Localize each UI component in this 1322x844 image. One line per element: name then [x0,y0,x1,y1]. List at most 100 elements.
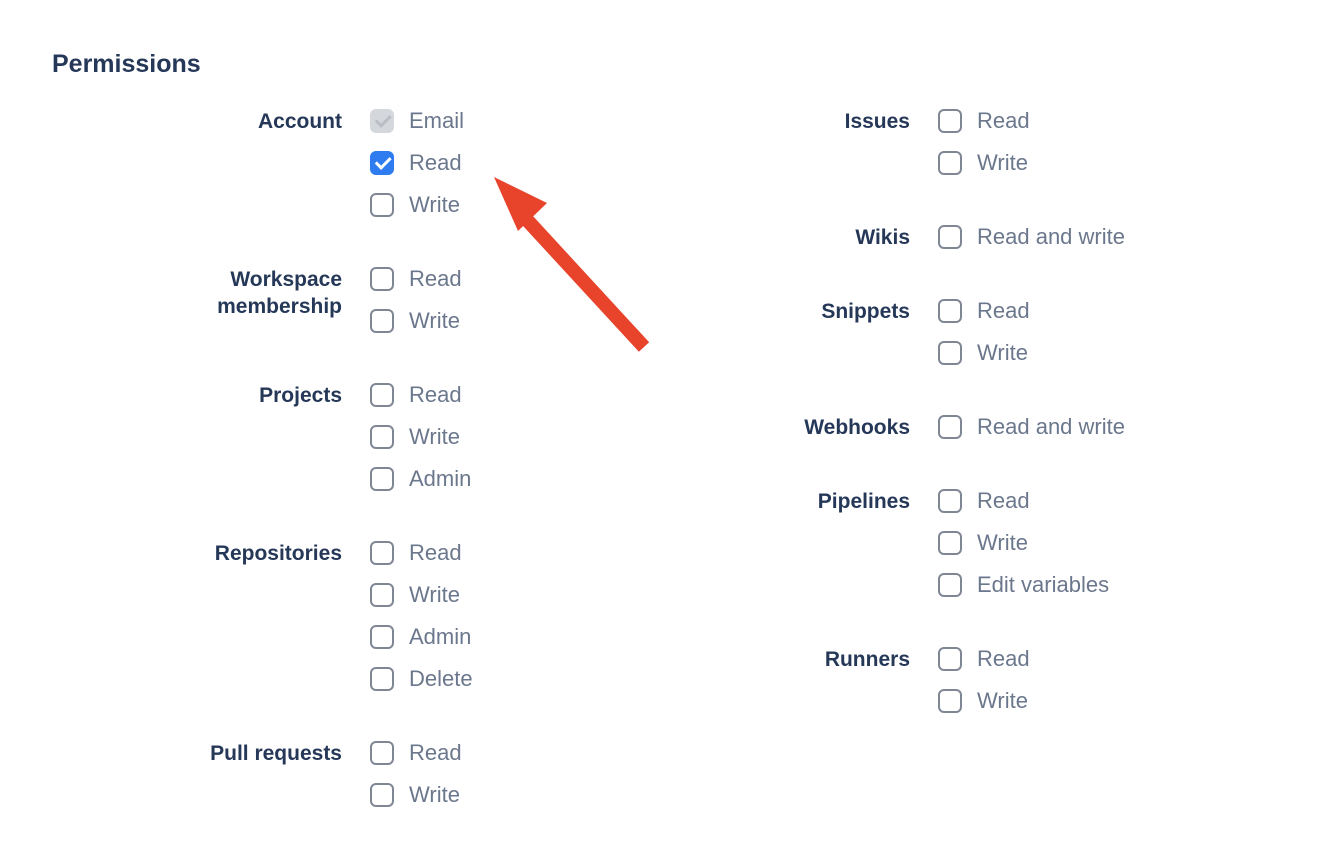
checkbox-projects-write[interactable] [370,425,394,449]
group-label-issues: Issues [844,110,910,133]
checkbox-repositories-delete[interactable] [370,667,394,691]
option-webhooks-read-and-write[interactable]: Read and write [938,414,1125,440]
permissions-column-left: Account Email Read Write [52,108,662,844]
option-pipelines-edit-variables[interactable]: Edit variables [938,572,1109,598]
option-workspace-membership-write[interactable]: Write [370,308,462,334]
option-projects-read[interactable]: Read [370,382,471,408]
checkbox-workspace-membership-write[interactable] [370,309,394,333]
permission-group-webhooks: Webhooks Read and write [662,414,1222,456]
checkbox-label-repositories-admin: Admin [409,624,472,649]
checkbox-pull-requests-read[interactable] [370,741,394,765]
option-repositories-delete[interactable]: Delete [370,666,473,692]
checkbox-label-workspace-membership-read: Read [409,266,462,291]
option-pipelines-write[interactable]: Write [938,530,1109,556]
option-projects-write[interactable]: Write [370,424,471,450]
option-account-read[interactable]: Read [370,150,464,176]
checkbox-label-workspace-membership-write: Write [409,308,460,333]
option-account-email: Email [370,108,464,134]
checkbox-pull-requests-write[interactable] [370,783,394,807]
permission-group-projects: Projects Read Write Admin [52,382,662,508]
checkbox-snippets-read[interactable] [938,299,962,323]
permission-group-pipelines: Pipelines Read Write Edit variables [662,488,1222,614]
option-runners-write[interactable]: Write [938,688,1030,714]
checkbox-label-projects-write: Write [409,424,460,449]
permission-group-workspace-membership: Workspace membership Read Write [52,266,662,350]
group-label-account: Account [258,110,342,133]
checkbox-pipelines-edit-variables[interactable] [938,573,962,597]
option-issues-read[interactable]: Read [938,108,1030,134]
checkbox-label-repositories-read: Read [409,540,462,565]
checkbox-label-webhooks-read-and-write: Read and write [977,414,1125,439]
option-projects-admin[interactable]: Admin [370,466,471,492]
checkbox-issues-read[interactable] [938,109,962,133]
checkbox-label-projects-read: Read [409,382,462,407]
permission-group-issues: Issues Read Write [662,108,1222,192]
permission-group-snippets: Snippets Read Write [662,298,1222,382]
checkbox-repositories-write[interactable] [370,583,394,607]
options-pull-requests: Read Write [370,740,462,824]
checkbox-label-pull-requests-read: Read [409,740,462,765]
checkbox-label-projects-admin: Admin [409,466,472,491]
options-workspace-membership: Read Write [370,266,462,350]
option-runners-read[interactable]: Read [938,646,1030,672]
option-wikis-read-and-write[interactable]: Read and write [938,224,1125,250]
permissions-form: Permissions Account Email Read [52,50,1222,844]
option-pull-requests-write[interactable]: Write [370,782,462,808]
permission-group-runners: Runners Read Write [662,646,1222,730]
checkbox-issues-write[interactable] [938,151,962,175]
group-label-wikis: Wikis [855,226,910,249]
group-label-projects: Projects [259,384,342,407]
checkbox-label-wikis-read-and-write: Read and write [977,224,1125,249]
checkbox-label-pipelines-read: Read [977,488,1030,513]
checkbox-label-issues-write: Write [977,150,1028,175]
checkbox-projects-admin[interactable] [370,467,394,491]
checkbox-label-pipelines-edit-variables: Edit variables [977,572,1110,597]
checkbox-snippets-write[interactable] [938,341,962,365]
options-issues: Read Write [938,108,1030,192]
checkbox-label-account-read: Read [409,150,462,175]
checkbox-runners-write[interactable] [938,689,962,713]
option-snippets-read[interactable]: Read [938,298,1030,324]
group-label-snippets: Snippets [821,300,910,323]
options-runners: Read Write [938,646,1030,730]
permissions-column-right: Issues Read Write Wikis [662,108,1222,762]
checkbox-label-issues-read: Read [977,108,1030,133]
checkbox-projects-read[interactable] [370,383,394,407]
option-workspace-membership-read[interactable]: Read [370,266,462,292]
checkbox-label-account-email: Email [409,108,465,133]
checkbox-account-write[interactable] [370,193,394,217]
checkbox-label-repositories-write: Write [409,582,460,607]
checkbox-runners-read[interactable] [938,647,962,671]
permission-group-account: Account Email Read Write [52,108,662,234]
option-issues-write[interactable]: Write [938,150,1030,176]
option-pipelines-read[interactable]: Read [938,488,1109,514]
option-repositories-write[interactable]: Write [370,582,473,608]
checkbox-account-read[interactable] [370,151,394,175]
options-projects: Read Write Admin [370,382,471,508]
permission-group-repositories: Repositories Read Write Admin [52,540,662,708]
checkbox-pipelines-read[interactable] [938,489,962,513]
options-repositories: Read Write Admin Delete [370,540,473,708]
group-label-repositories: Repositories [214,542,342,565]
checkbox-pipelines-write[interactable] [938,531,962,555]
page-title: Permissions [52,50,201,78]
option-repositories-read[interactable]: Read [370,540,473,566]
checkbox-label-snippets-read: Read [977,298,1030,323]
checkbox-repositories-admin[interactable] [370,625,394,649]
group-label-runners: Runners [824,648,910,671]
permission-group-wikis: Wikis Read and write [662,224,1222,266]
checkbox-workspace-membership-read[interactable] [370,267,394,291]
checkbox-wikis-read-and-write[interactable] [938,225,962,249]
checkbox-label-account-write: Write [409,192,460,217]
options-account: Email Read Write [370,108,464,234]
options-pipelines: Read Write Edit variables [938,488,1109,614]
group-label-pull-requests: Pull requests [210,742,342,765]
checkbox-webhooks-read-and-write[interactable] [938,415,962,439]
option-snippets-write[interactable]: Write [938,340,1030,366]
option-repositories-admin[interactable]: Admin [370,624,473,650]
checkbox-repositories-read[interactable] [370,541,394,565]
option-account-write[interactable]: Write [370,192,464,218]
option-pull-requests-read[interactable]: Read [370,740,462,766]
checkbox-label-snippets-write: Write [977,340,1028,365]
